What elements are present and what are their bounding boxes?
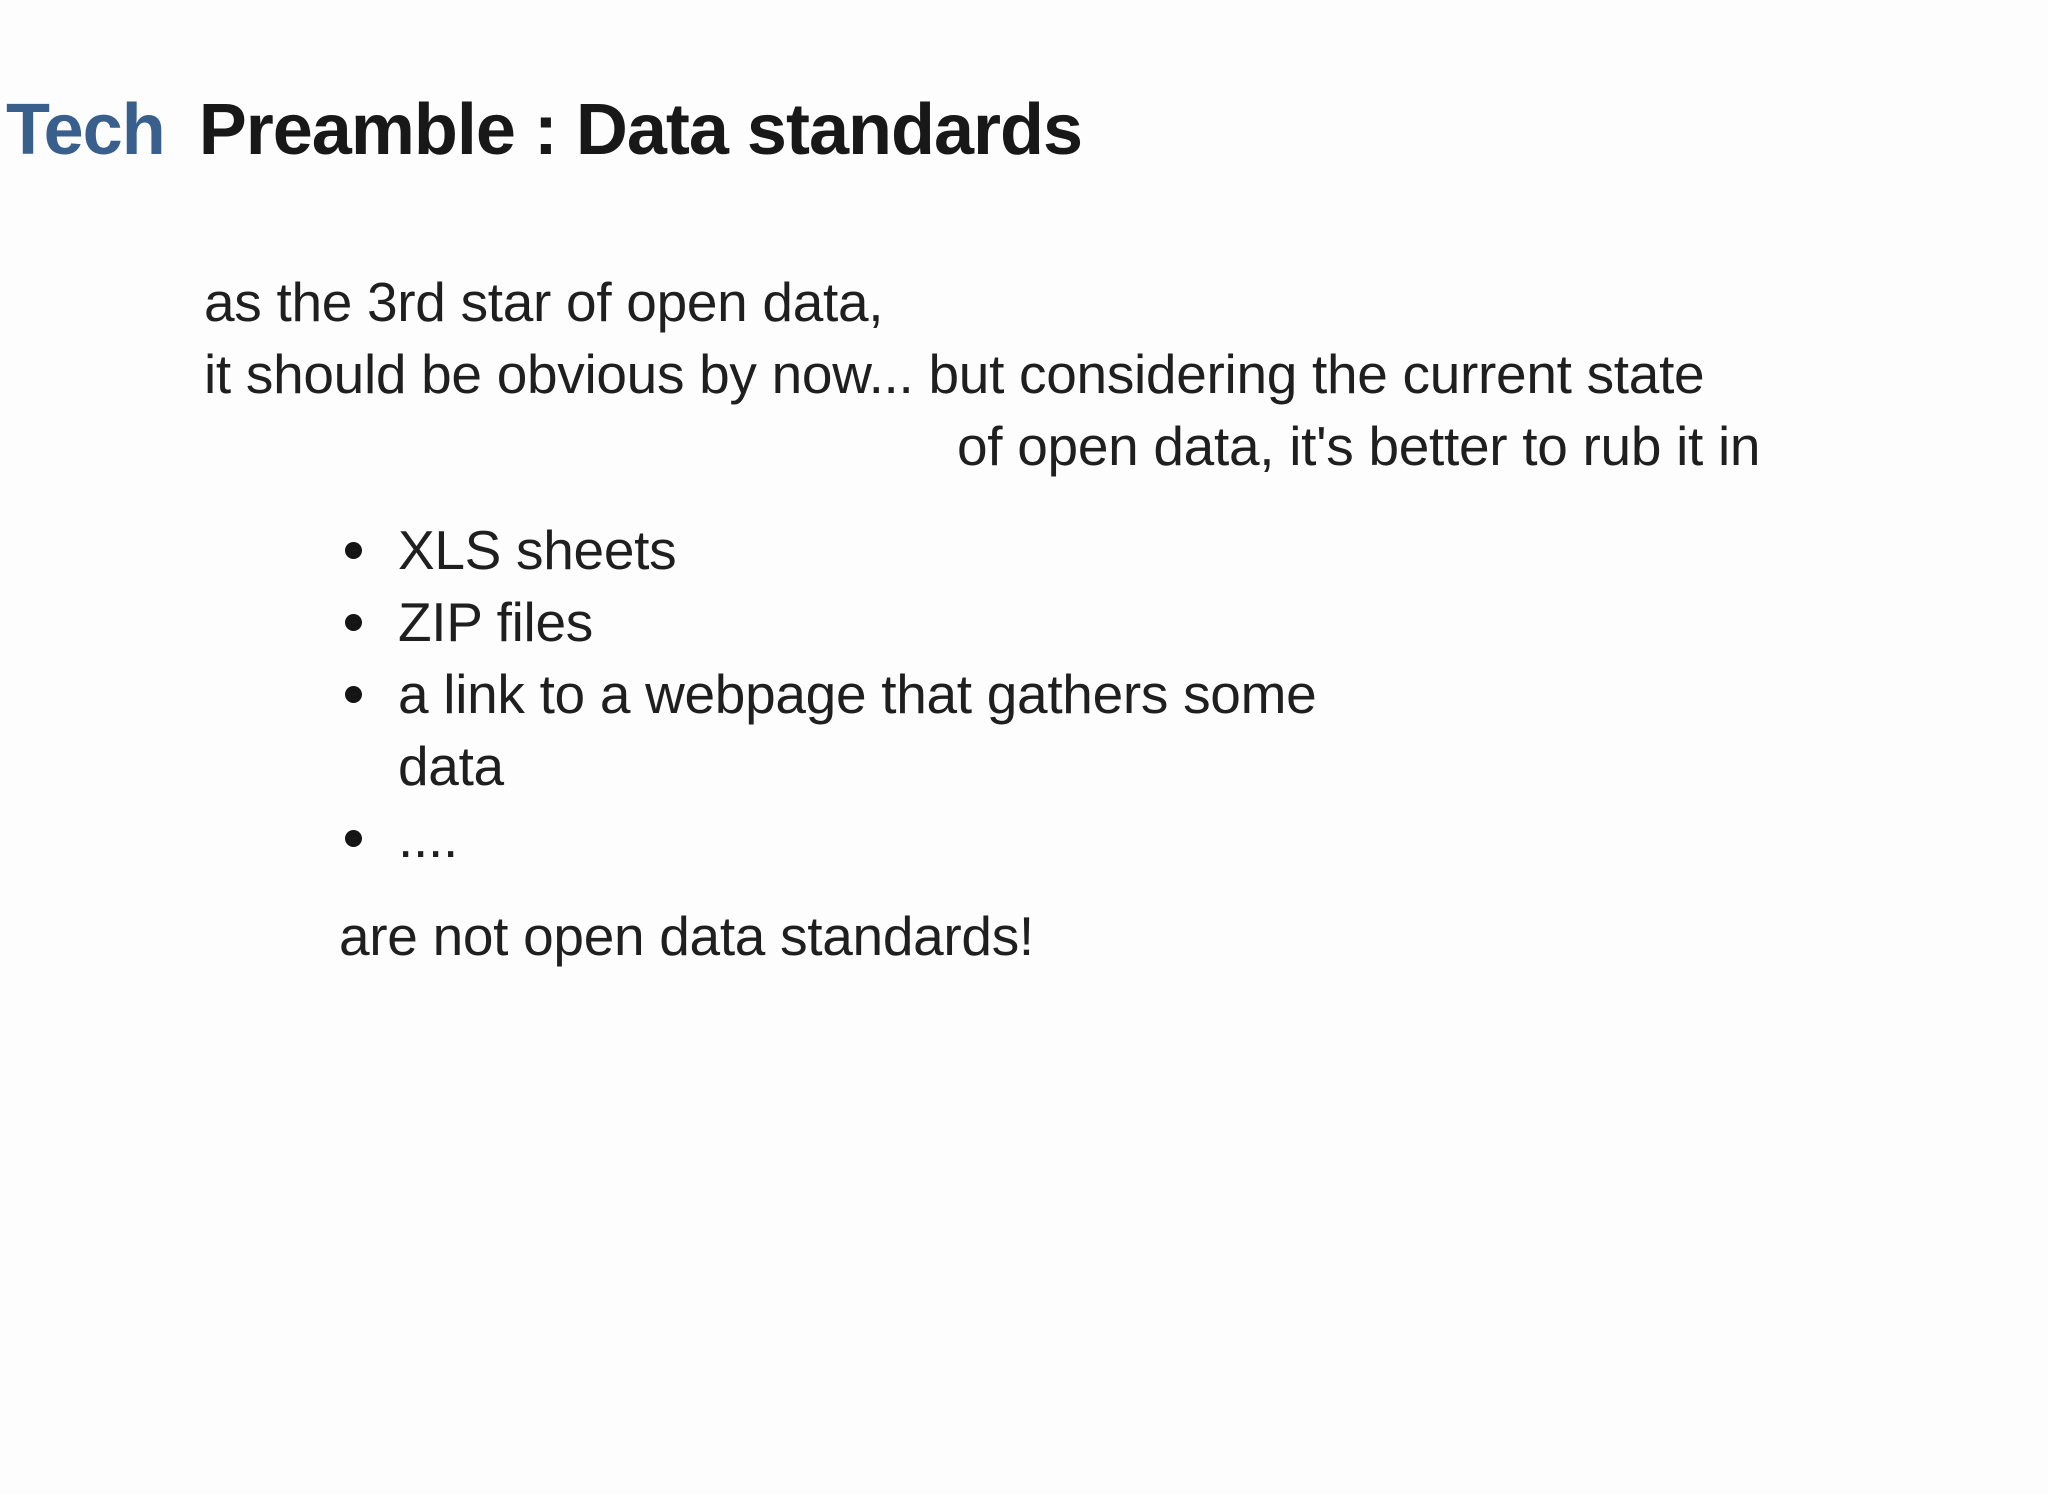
list-item-label: XLS sheets — [398, 519, 677, 581]
page-title: Preamble : Data standards — [198, 90, 1083, 170]
intro-line-1: as the 3rd star of open data, — [204, 271, 884, 333]
bullet-list: XLS sheets ZIP files a link to a webpage… — [345, 514, 1418, 874]
list-item: a link to a webpage that gathers some da… — [345, 658, 1418, 802]
bullet-icon — [345, 830, 362, 847]
list-item-label: .... — [398, 807, 458, 869]
conclusion-text: are not open data standards! — [339, 905, 1034, 967]
category-label: Tech — [6, 90, 166, 170]
list-item-label: ZIP files — [398, 591, 593, 653]
list-item-label: a link to a webpage that gathers some da… — [398, 663, 1317, 797]
intro-line-3: of open data, it's better to rub it in — [957, 415, 1761, 477]
intro-line-2: it should be obvious by now... but consi… — [204, 343, 1705, 405]
bullet-icon — [345, 614, 362, 631]
slide-header: Tech Preamble : Data standards — [6, 90, 1083, 170]
list-item: .... — [345, 802, 1418, 874]
bullet-icon — [345, 686, 362, 703]
bullet-icon — [345, 542, 362, 559]
list-item: ZIP files — [345, 586, 1418, 658]
list-item: XLS sheets — [345, 514, 1418, 586]
intro-paragraph: as the 3rd star of open data, it should … — [204, 266, 1761, 482]
